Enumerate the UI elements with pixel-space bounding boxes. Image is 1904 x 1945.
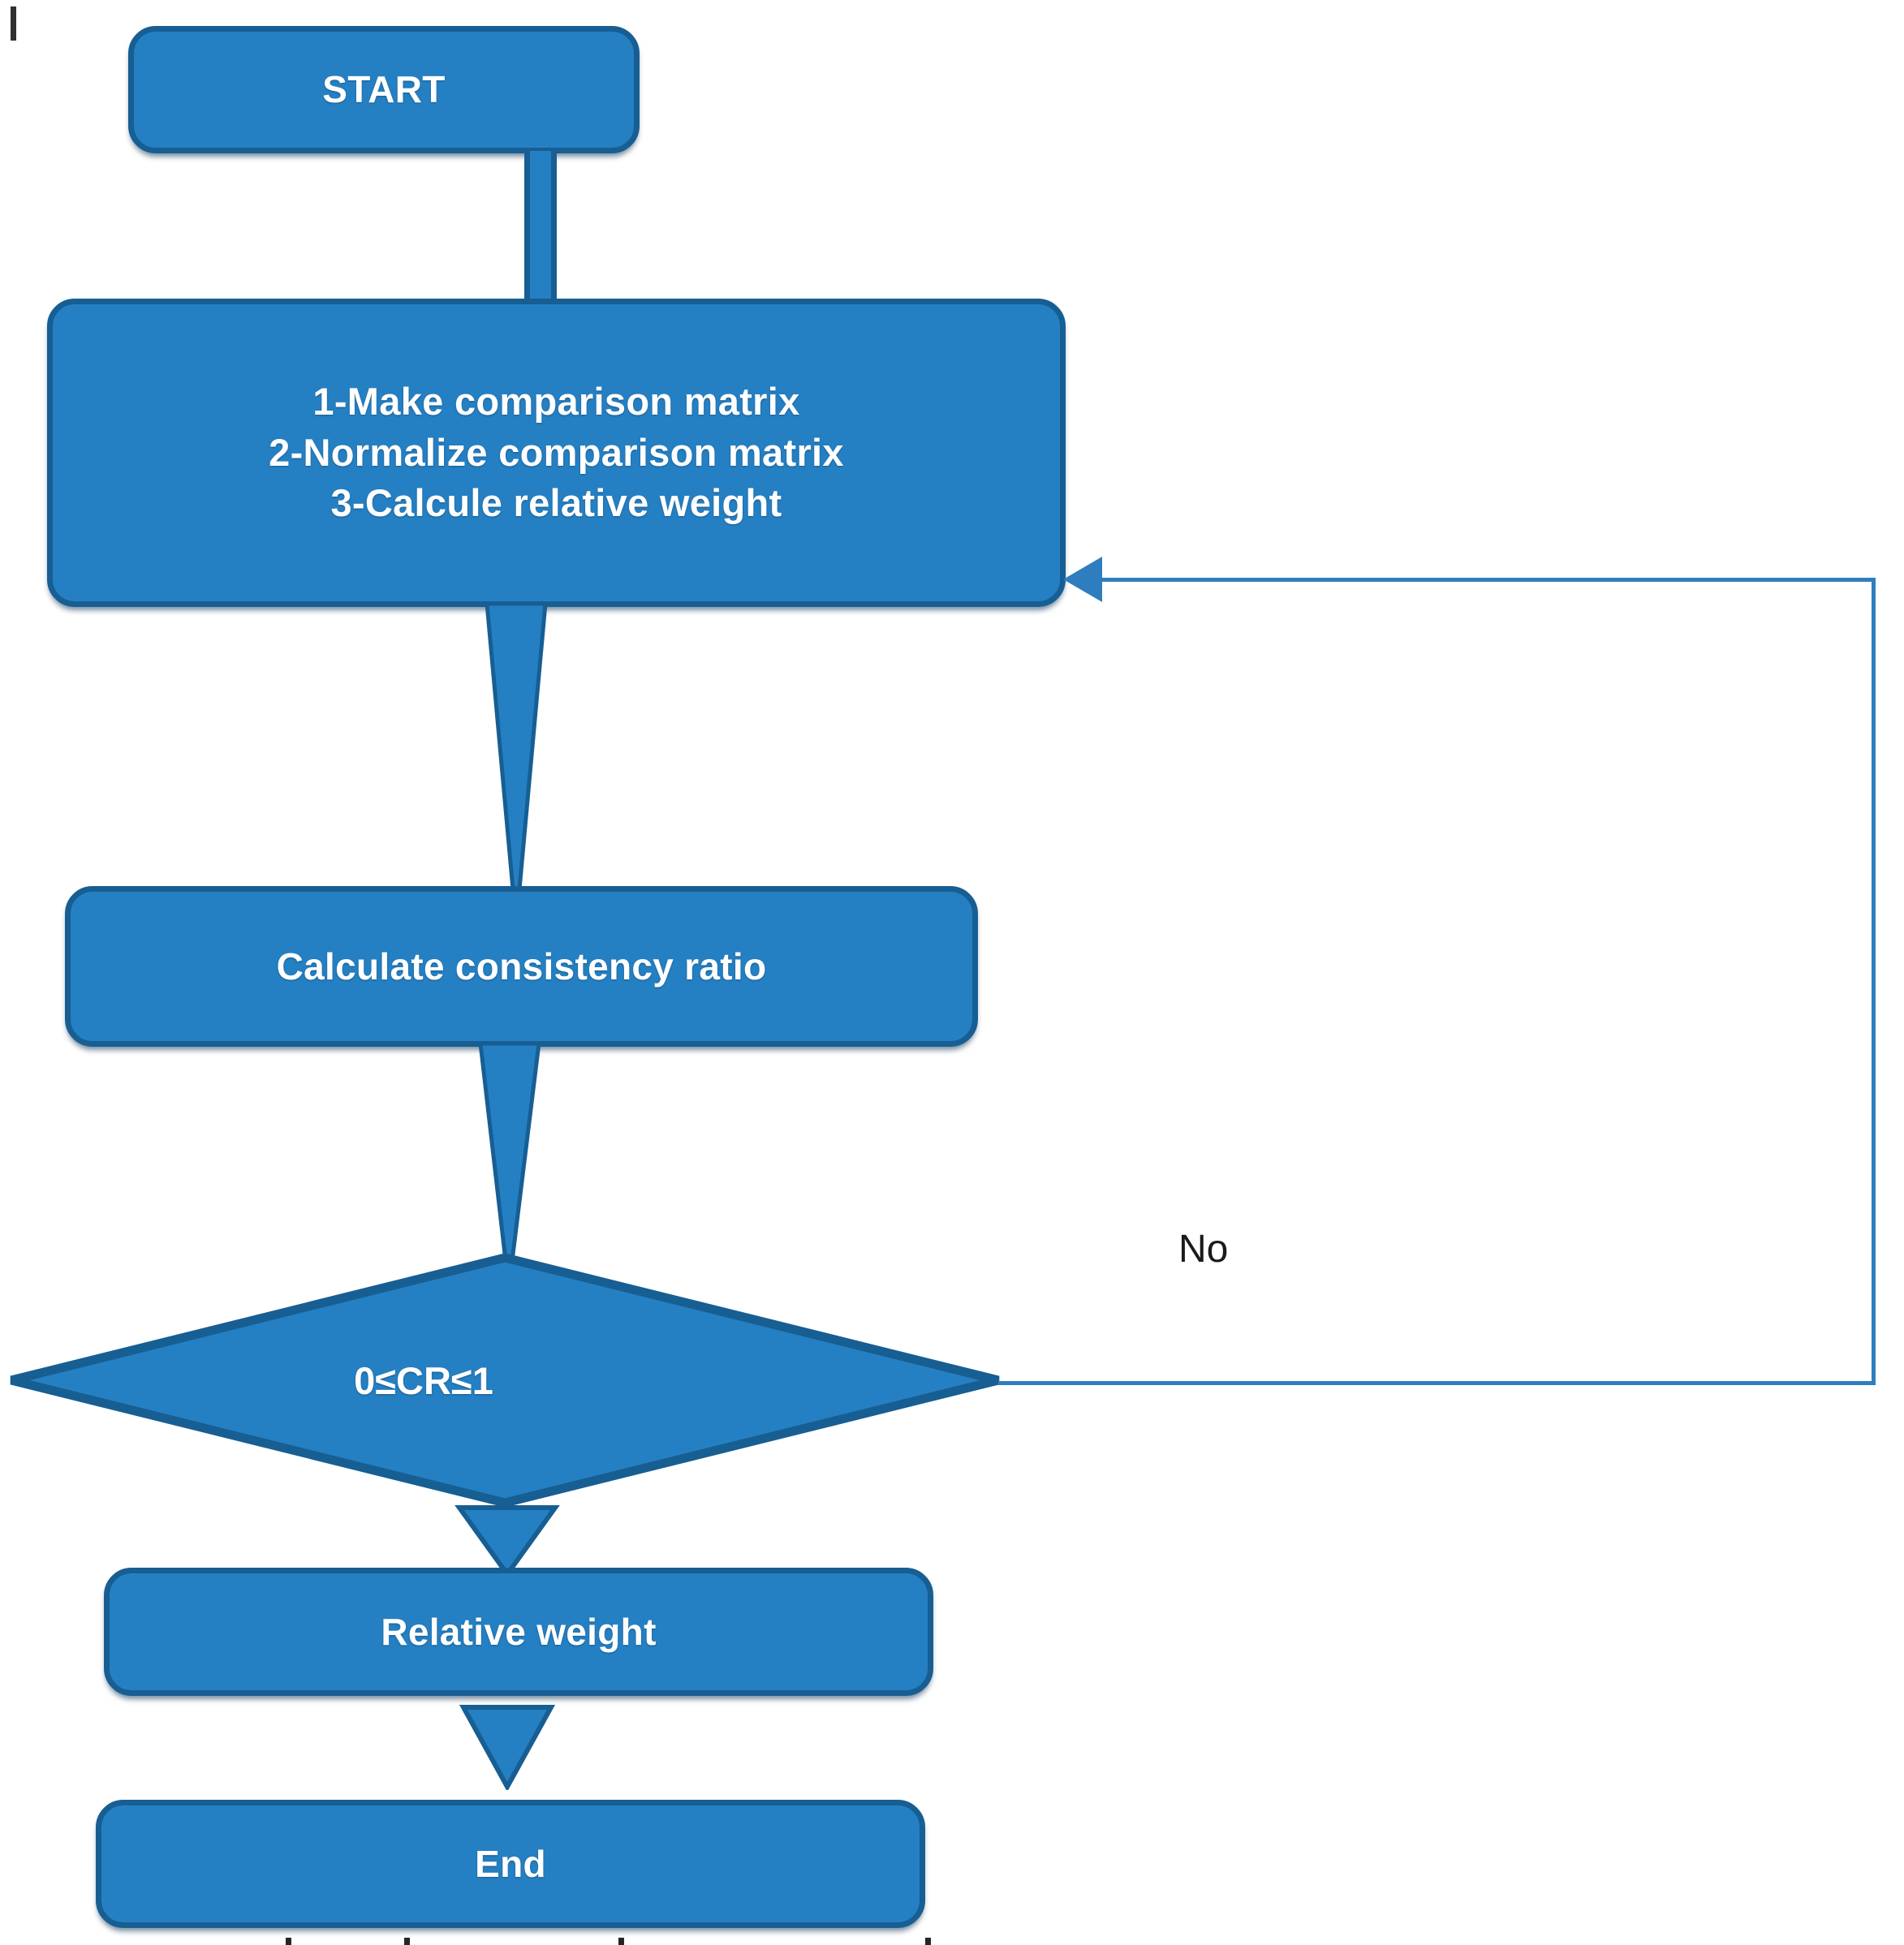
node-steps-label: 1-Make comparison matrix 2-Normalize com… — [269, 379, 844, 525]
connector-start-to-steps — [524, 151, 557, 312]
node-start[interactable]: START — [128, 26, 640, 153]
node-end[interactable]: End — [96, 1800, 925, 1928]
node-relative-weight[interactable]: Relative weight — [104, 1568, 933, 1696]
node-decision-cr-range[interactable]: 0≤CR≤1 — [6, 1253, 1003, 1508]
diamond-shape — [10, 1253, 1000, 1508]
clipped-text-fragment — [618, 1938, 624, 1945]
node-consistency-label: Calculate consistency ratio — [276, 945, 767, 988]
loop-segment-top — [1096, 578, 1875, 582]
node-relweight-label: Relative weight — [381, 1610, 657, 1653]
loop-segment-right — [1872, 578, 1876, 1384]
node-steps[interactable]: 1-Make comparison matrix 2-Normalize com… — [47, 299, 1066, 607]
node-calculate-consistency-ratio[interactable]: Calculate consistency ratio — [65, 886, 978, 1047]
clipped-text-fragment — [404, 1938, 410, 1945]
node-end-label: End — [475, 1842, 546, 1885]
clipped-text-fragment — [286, 1938, 291, 1945]
connector-consistency-to-decision — [478, 1044, 541, 1261]
stray-tick-mark — [11, 6, 16, 41]
clipped-text-fragment — [925, 1938, 931, 1945]
connector-steps-to-consistency — [485, 604, 548, 889]
arrow-decision-to-relative-weight — [454, 1505, 560, 1577]
loop-arrowhead-icon — [1063, 557, 1102, 602]
loop-segment-bottom — [998, 1381, 1876, 1385]
node-start-label: START — [322, 68, 446, 111]
arrow-relative-weight-to-end — [459, 1705, 556, 1790]
edge-label-no: No — [1178, 1228, 1229, 1271]
node-decision-label: 0≤CR≤1 — [354, 1358, 493, 1402]
